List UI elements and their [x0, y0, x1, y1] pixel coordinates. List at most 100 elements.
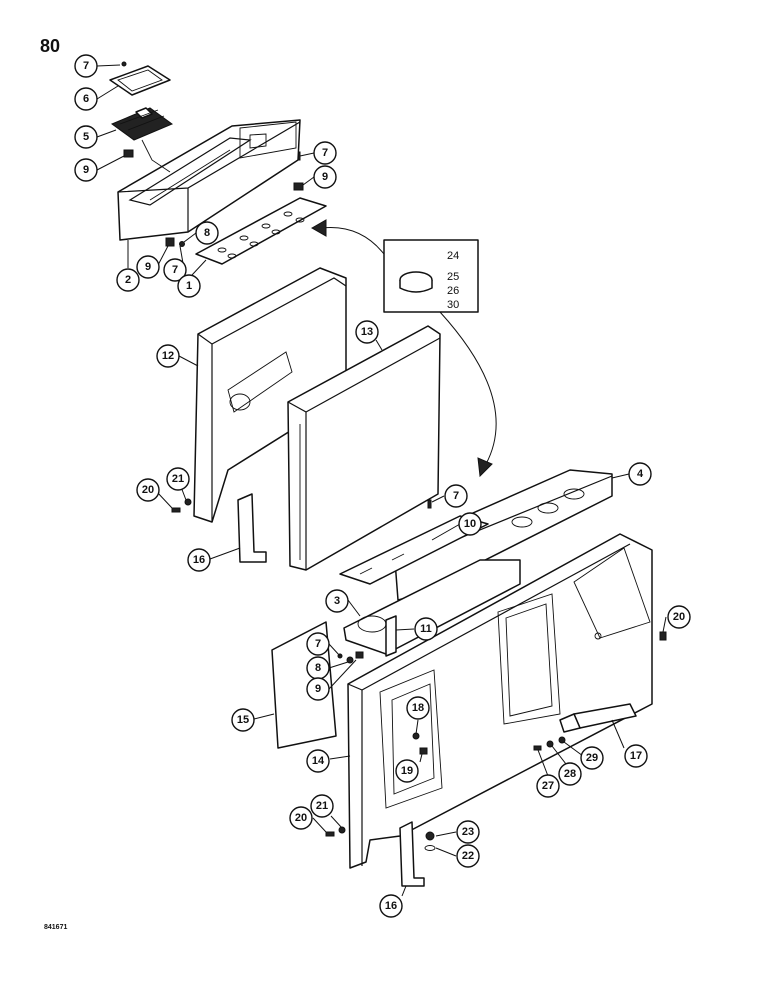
callout-number: 16 — [193, 554, 205, 566]
callout-number: 23 — [462, 826, 474, 838]
callout-circle — [136, 255, 160, 279]
plate-part-10 — [339, 515, 489, 585]
callout-16: 16 — [379, 894, 403, 918]
callout-leaders — [96, 64, 667, 897]
callout-circle — [195, 221, 219, 245]
plate-part-1 — [195, 197, 327, 265]
callout-circle — [310, 794, 334, 818]
callout-circle — [313, 141, 337, 165]
callout-circle — [313, 165, 337, 189]
callout-number: 21 — [316, 800, 328, 812]
bracket-part-16-upper — [237, 493, 267, 563]
callout-number: 10 — [464, 518, 476, 530]
callout-number: 5 — [83, 131, 89, 143]
callout-number: 20 — [673, 611, 685, 623]
callout-3: 3 — [325, 589, 349, 613]
callout-4: 4 — [628, 462, 652, 486]
cover-plate-part-6 — [109, 65, 171, 96]
callout-circle — [628, 462, 652, 486]
bolt-icon — [659, 631, 667, 641]
bracket-part-17 — [559, 703, 637, 733]
callout-number: 9 — [83, 164, 89, 176]
callout-5: 5 — [74, 125, 98, 149]
nut-icon — [425, 831, 435, 841]
callout-circle — [187, 548, 211, 572]
callout-circle — [406, 696, 430, 720]
callout-20: 20 — [136, 478, 160, 502]
callout-number: 27 — [542, 780, 554, 792]
inset-label-24: 24 — [447, 250, 459, 262]
callout-29: 29 — [580, 746, 604, 770]
drawing-code: 841671 — [44, 924, 68, 931]
nut-icon — [165, 237, 175, 247]
callout-number: 22 — [462, 850, 474, 862]
callout-number: 16 — [385, 900, 397, 912]
callout-20: 20 — [667, 605, 691, 629]
callout-8: 8 — [306, 656, 330, 680]
nut-icon — [419, 747, 428, 755]
callout-13: 13 — [355, 320, 379, 344]
callout-20: 20 — [289, 806, 313, 830]
callout-number: 9 — [322, 171, 328, 183]
callout-circle — [156, 344, 180, 368]
callout-number: 14 — [312, 755, 325, 767]
nut-icon — [293, 182, 304, 191]
nut-icon — [558, 736, 566, 744]
callout-16: 16 — [187, 548, 211, 572]
callout-circle — [306, 677, 330, 701]
callout-circle — [177, 274, 201, 298]
callout-number: 7 — [322, 147, 328, 159]
callout-7: 7 — [313, 141, 337, 165]
callout-number: 13 — [361, 326, 373, 338]
washer-icon — [184, 498, 192, 506]
callout-circle — [74, 125, 98, 149]
callout-circle — [395, 759, 419, 783]
callout-22: 22 — [456, 844, 480, 868]
callout-23: 23 — [456, 820, 480, 844]
callout-circle — [456, 820, 480, 844]
callout-circle — [325, 589, 349, 613]
callout-2: 2 — [116, 268, 140, 292]
screw-icon — [427, 499, 432, 509]
nut-icon — [123, 149, 134, 158]
callout-7: 7 — [74, 54, 98, 78]
callout-number: 1 — [186, 280, 192, 292]
callout-number: 6 — [83, 93, 89, 105]
bracket-part-16-lower — [399, 821, 425, 887]
callout-number: 8 — [315, 662, 321, 674]
callout-circle — [355, 320, 379, 344]
callout-circle — [74, 54, 98, 78]
callout-number: 15 — [237, 714, 249, 726]
arrow-to-panel-icon — [439, 311, 497, 478]
callout-circle — [667, 605, 691, 629]
callout-7: 7 — [163, 258, 187, 282]
callout-number: 19 — [401, 765, 413, 777]
callout-7: 7 — [306, 632, 330, 656]
callout-number: 12 — [162, 350, 174, 362]
callout-circle — [306, 749, 330, 773]
side-panel-part-12 — [193, 267, 347, 523]
cab-panel-part-14 — [347, 533, 653, 869]
callout-28: 28 — [558, 762, 582, 786]
callout-circle — [536, 774, 560, 798]
upper-console-part-2 — [117, 119, 301, 241]
callout-number: 20 — [142, 484, 154, 496]
callout-circle — [116, 268, 140, 292]
callout-17: 17 — [624, 744, 648, 768]
inset-box-plug — [383, 239, 479, 313]
bolt-icon — [325, 831, 335, 837]
callout-1: 1 — [177, 274, 201, 298]
callout-number: 3 — [334, 595, 340, 607]
inset-label-25: 25 — [447, 271, 459, 283]
bolt-icon — [533, 745, 542, 751]
callout-8: 8 — [195, 221, 219, 245]
screw-icon — [121, 61, 127, 67]
callout-circle — [624, 744, 648, 768]
callout-21: 21 — [166, 467, 190, 491]
callout-9: 9 — [136, 255, 160, 279]
callout-9: 9 — [306, 677, 330, 701]
callout-number: 4 — [637, 468, 644, 480]
callout-9: 9 — [313, 165, 337, 189]
washer-icon — [546, 740, 554, 748]
